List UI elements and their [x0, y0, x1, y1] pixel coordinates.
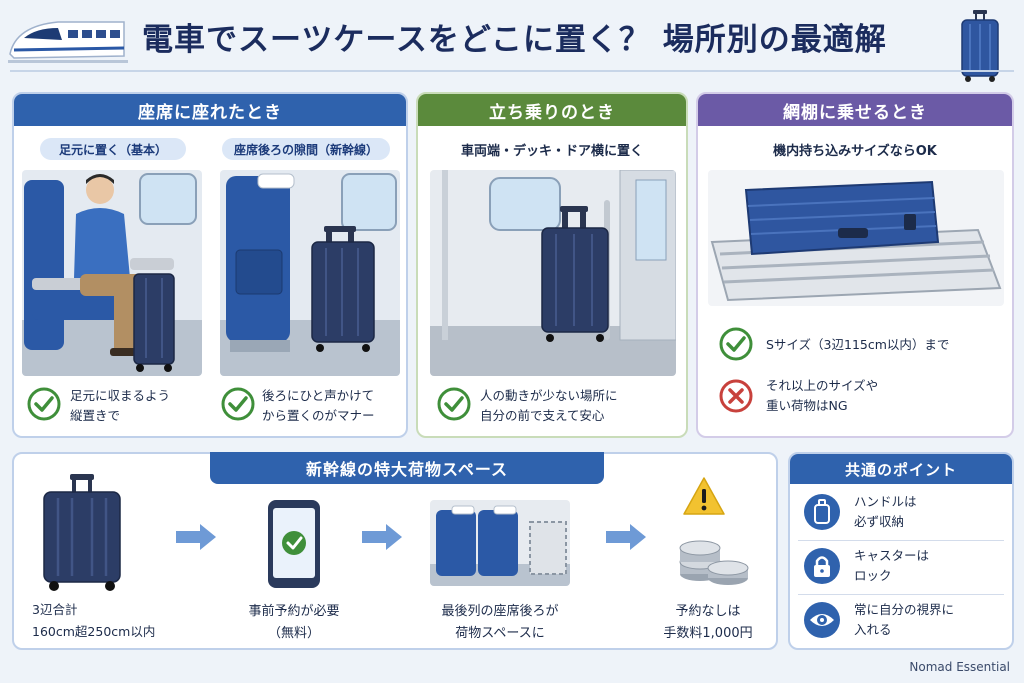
floor-note-line1: 足元に収まるよう — [70, 388, 171, 403]
standing-note-line1: 人の動きが少ない場所に — [480, 388, 618, 403]
handle-icon — [802, 492, 842, 536]
check-circle-icon — [718, 326, 754, 366]
rack-ok-text: Sサイズ（3辺115cm以内）まで — [766, 337, 950, 352]
footer-brand: Nomad Essential — [909, 660, 1010, 674]
rack-panel: 網棚に乗せるとき 機内持ち込みサイズならOK Sサイズ（3辺115cm以内）まで… — [696, 92, 1014, 438]
check-circle-icon — [436, 386, 472, 426]
arrow-right-icon — [604, 522, 648, 556]
step2-line2: （無料） — [267, 626, 320, 641]
standing-panel: 立ち乗りのとき 車両端・デッキ・ドア横に置く 人の動きが少ない場所に 自分の前で… — [416, 92, 688, 438]
floor-tag: 足元に置く（基本） — [40, 138, 186, 160]
header-divider — [10, 70, 1014, 72]
standing-note-line2: 自分の前で支えて安心 — [480, 408, 605, 423]
step3-line1: 最後列の座席後ろが — [441, 604, 559, 619]
common-item1-line1: ハンドルは — [854, 494, 917, 509]
common-item2-line1: キャスターは — [854, 548, 930, 563]
step4-line1: 予約なしは — [675, 604, 741, 619]
rack-heading: 網棚に乗せるとき — [698, 94, 1012, 126]
check-circle-icon — [220, 386, 256, 426]
seat-gap-note-line2: から置くのがマナー — [262, 408, 375, 423]
rack-ng-line2: 重い荷物はNG — [766, 398, 848, 413]
check-circle-icon — [26, 386, 62, 426]
coins-icon — [674, 528, 750, 594]
step2-line1: 事前予約が必要 — [248, 604, 340, 619]
large-suitcase-illustration — [40, 472, 124, 596]
suitcase-illustration — [956, 8, 1004, 84]
shinkansen-heading: 新幹線の特大荷物スペース — [210, 452, 604, 484]
floor-placement-illustration — [22, 170, 202, 376]
rack-ng-line1: それ以上のサイズや — [766, 378, 879, 393]
cross-circle-icon — [718, 378, 754, 418]
back-row-space-illustration — [430, 500, 570, 586]
step4-line2: 手数料1,000円 — [663, 626, 753, 641]
arrow-right-icon — [174, 522, 218, 556]
lock-icon — [802, 546, 842, 590]
common-item2-line2: ロック — [854, 568, 892, 583]
common-item1-line2: 必ず収納 — [854, 514, 905, 529]
step1-line1: 3辺合計 — [32, 602, 78, 617]
common-heading: 共通のポイント — [790, 454, 1012, 484]
step1-line2: 160cm超250cm以内 — [32, 624, 156, 639]
seat-gap-tag: 座席後ろの隙間（新幹線） — [222, 138, 390, 160]
common-item3-line2: 入れる — [854, 622, 892, 637]
arrow-right-icon — [360, 522, 404, 556]
smartphone-check-illustration — [266, 498, 322, 594]
standing-sub: 車両端・デッキ・ドア横に置く — [460, 144, 643, 159]
common-item3-line1: 常に自分の視界に — [854, 602, 955, 617]
seated-heading: 座席に座れたとき — [14, 94, 406, 126]
page-title: 電車でスーツケースをどこに置く？ 場所別の最適解 — [142, 22, 887, 58]
floor-note-line2: 縦置きで — [70, 408, 121, 423]
warning-icon — [682, 476, 726, 520]
seated-panel: 座席に座れたとき 足元に置く（基本） 座席後ろの隙間（新幹線） — [12, 92, 408, 438]
shinkansen-panel: 新幹線の特大荷物スペース 3辺合計 160cm超250cm以内 事前予約が必要 … — [12, 452, 778, 650]
step3-line2: 荷物スペースに — [455, 626, 545, 641]
train-illustration — [6, 8, 130, 70]
rack-sub: 機内持ち込みサイズならOK — [773, 144, 937, 159]
standing-heading: 立ち乗りのとき — [418, 94, 686, 126]
common-divider — [798, 594, 1004, 595]
common-divider — [798, 540, 1004, 541]
common-points-panel: 共通のポイント ハンドルは 必ず収納 キャスターは ロック 常に自分の視界に 入… — [788, 452, 1014, 650]
overhead-rack-illustration — [708, 170, 1004, 306]
seat-gap-note-line1: 後ろにひと声かけて — [262, 388, 375, 403]
standing-placement-illustration — [430, 170, 676, 376]
seat-gap-illustration — [220, 170, 400, 376]
eye-icon — [802, 600, 842, 644]
